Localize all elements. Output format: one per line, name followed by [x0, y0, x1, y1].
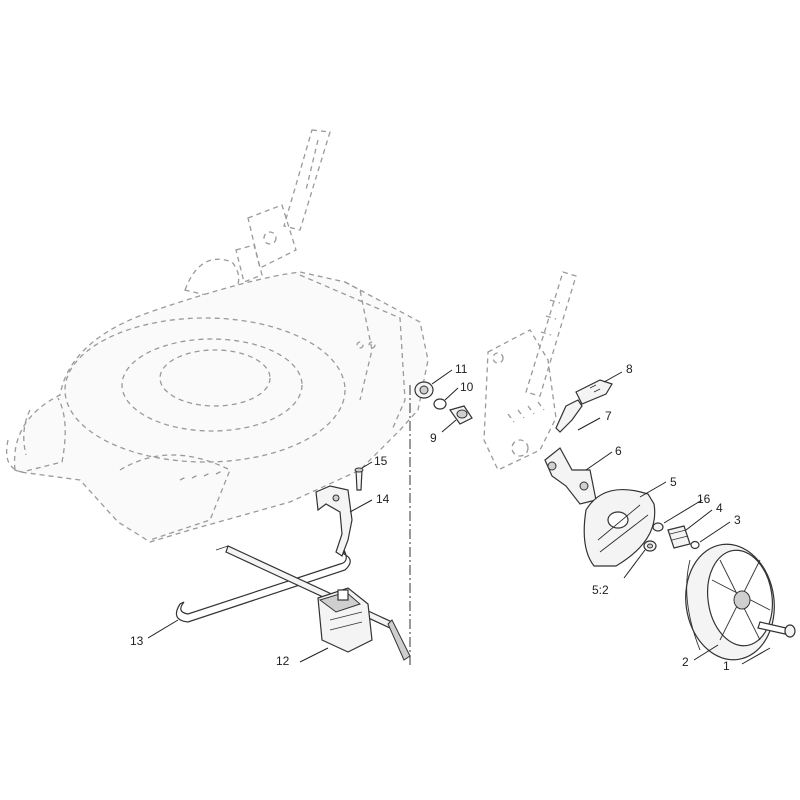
callout-1: 1	[723, 659, 730, 673]
part-5-wheel-plate	[583, 488, 656, 567]
callout-11: 11	[455, 362, 468, 376]
callout-labels: 1 2 3 4 5 5:2 6 7 8 9 10 11 12 13 14 15 …	[130, 362, 741, 673]
callout-14: 14	[376, 492, 390, 506]
callout-2: 2	[682, 655, 689, 669]
part-7-rod	[555, 399, 583, 433]
part-5-2-washer	[643, 540, 657, 552]
part-8-latch	[575, 379, 613, 405]
part-9-bearing	[449, 405, 473, 425]
part-11-bushing	[414, 381, 434, 399]
part-10-washer	[433, 398, 447, 410]
part-16-washer	[652, 522, 664, 532]
callout-3: 3	[734, 513, 741, 527]
part-3-ring	[690, 540, 700, 550]
part-13-belt	[175, 545, 411, 661]
callout-10: 10	[460, 380, 474, 394]
callout-4: 4	[716, 501, 723, 515]
leader-lines	[147, 369, 771, 665]
callout-6: 6	[615, 444, 622, 458]
part-6-bracket	[544, 447, 597, 505]
callout-5-2: 5:2	[592, 583, 609, 597]
callout-5: 5	[670, 475, 677, 489]
height-adjuster-ghost	[483, 271, 577, 471]
callout-9: 9	[430, 431, 437, 445]
part-12-transmission	[317, 587, 373, 653]
callout-7: 7	[605, 409, 612, 423]
callout-8: 8	[626, 362, 633, 376]
callout-12: 12	[276, 654, 290, 668]
mower-deck-ghost	[5, 129, 429, 543]
part-14-bracket	[315, 485, 353, 557]
callout-15: 15	[374, 454, 388, 468]
part-4-pinion-gear	[667, 525, 691, 549]
part-15-screw	[354, 467, 364, 491]
callout-13: 13	[130, 634, 144, 648]
callout-16: 16	[697, 492, 711, 506]
part-2-wheel	[685, 543, 775, 661]
part-1-bolt	[757, 621, 796, 638]
